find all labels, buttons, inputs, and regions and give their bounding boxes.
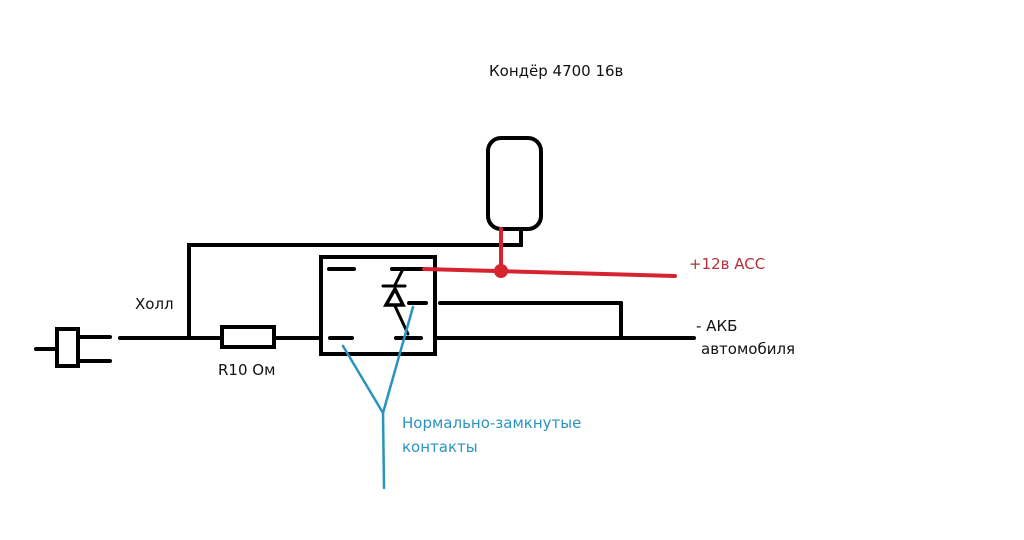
nc-pointer-left [341, 344, 386, 490]
battery-label-line1: - АКБ [696, 317, 737, 335]
wire-hall-to-capacitor [187, 227, 523, 340]
resistor-label: R10 Ом [218, 361, 275, 379]
nc-pointer-right [381, 305, 415, 415]
junction-dot [494, 264, 508, 278]
battery-label-line2: автомобиля [701, 340, 795, 358]
capacitor [486, 136, 543, 231]
relay [319, 255, 437, 356]
nc-contacts-label-line2: контакты [402, 438, 478, 456]
capacitor-label: Кондёр 4700 16в [489, 62, 623, 80]
wire-acc [422, 267, 677, 278]
resistor [220, 325, 276, 349]
hall-label: Холл [135, 295, 174, 313]
plug-body [55, 327, 80, 368]
nc-contacts-label-line1: Нормально-замкнутые [402, 414, 581, 432]
plug-icon [34, 327, 112, 368]
acc-label: +12в ACC [689, 255, 765, 273]
